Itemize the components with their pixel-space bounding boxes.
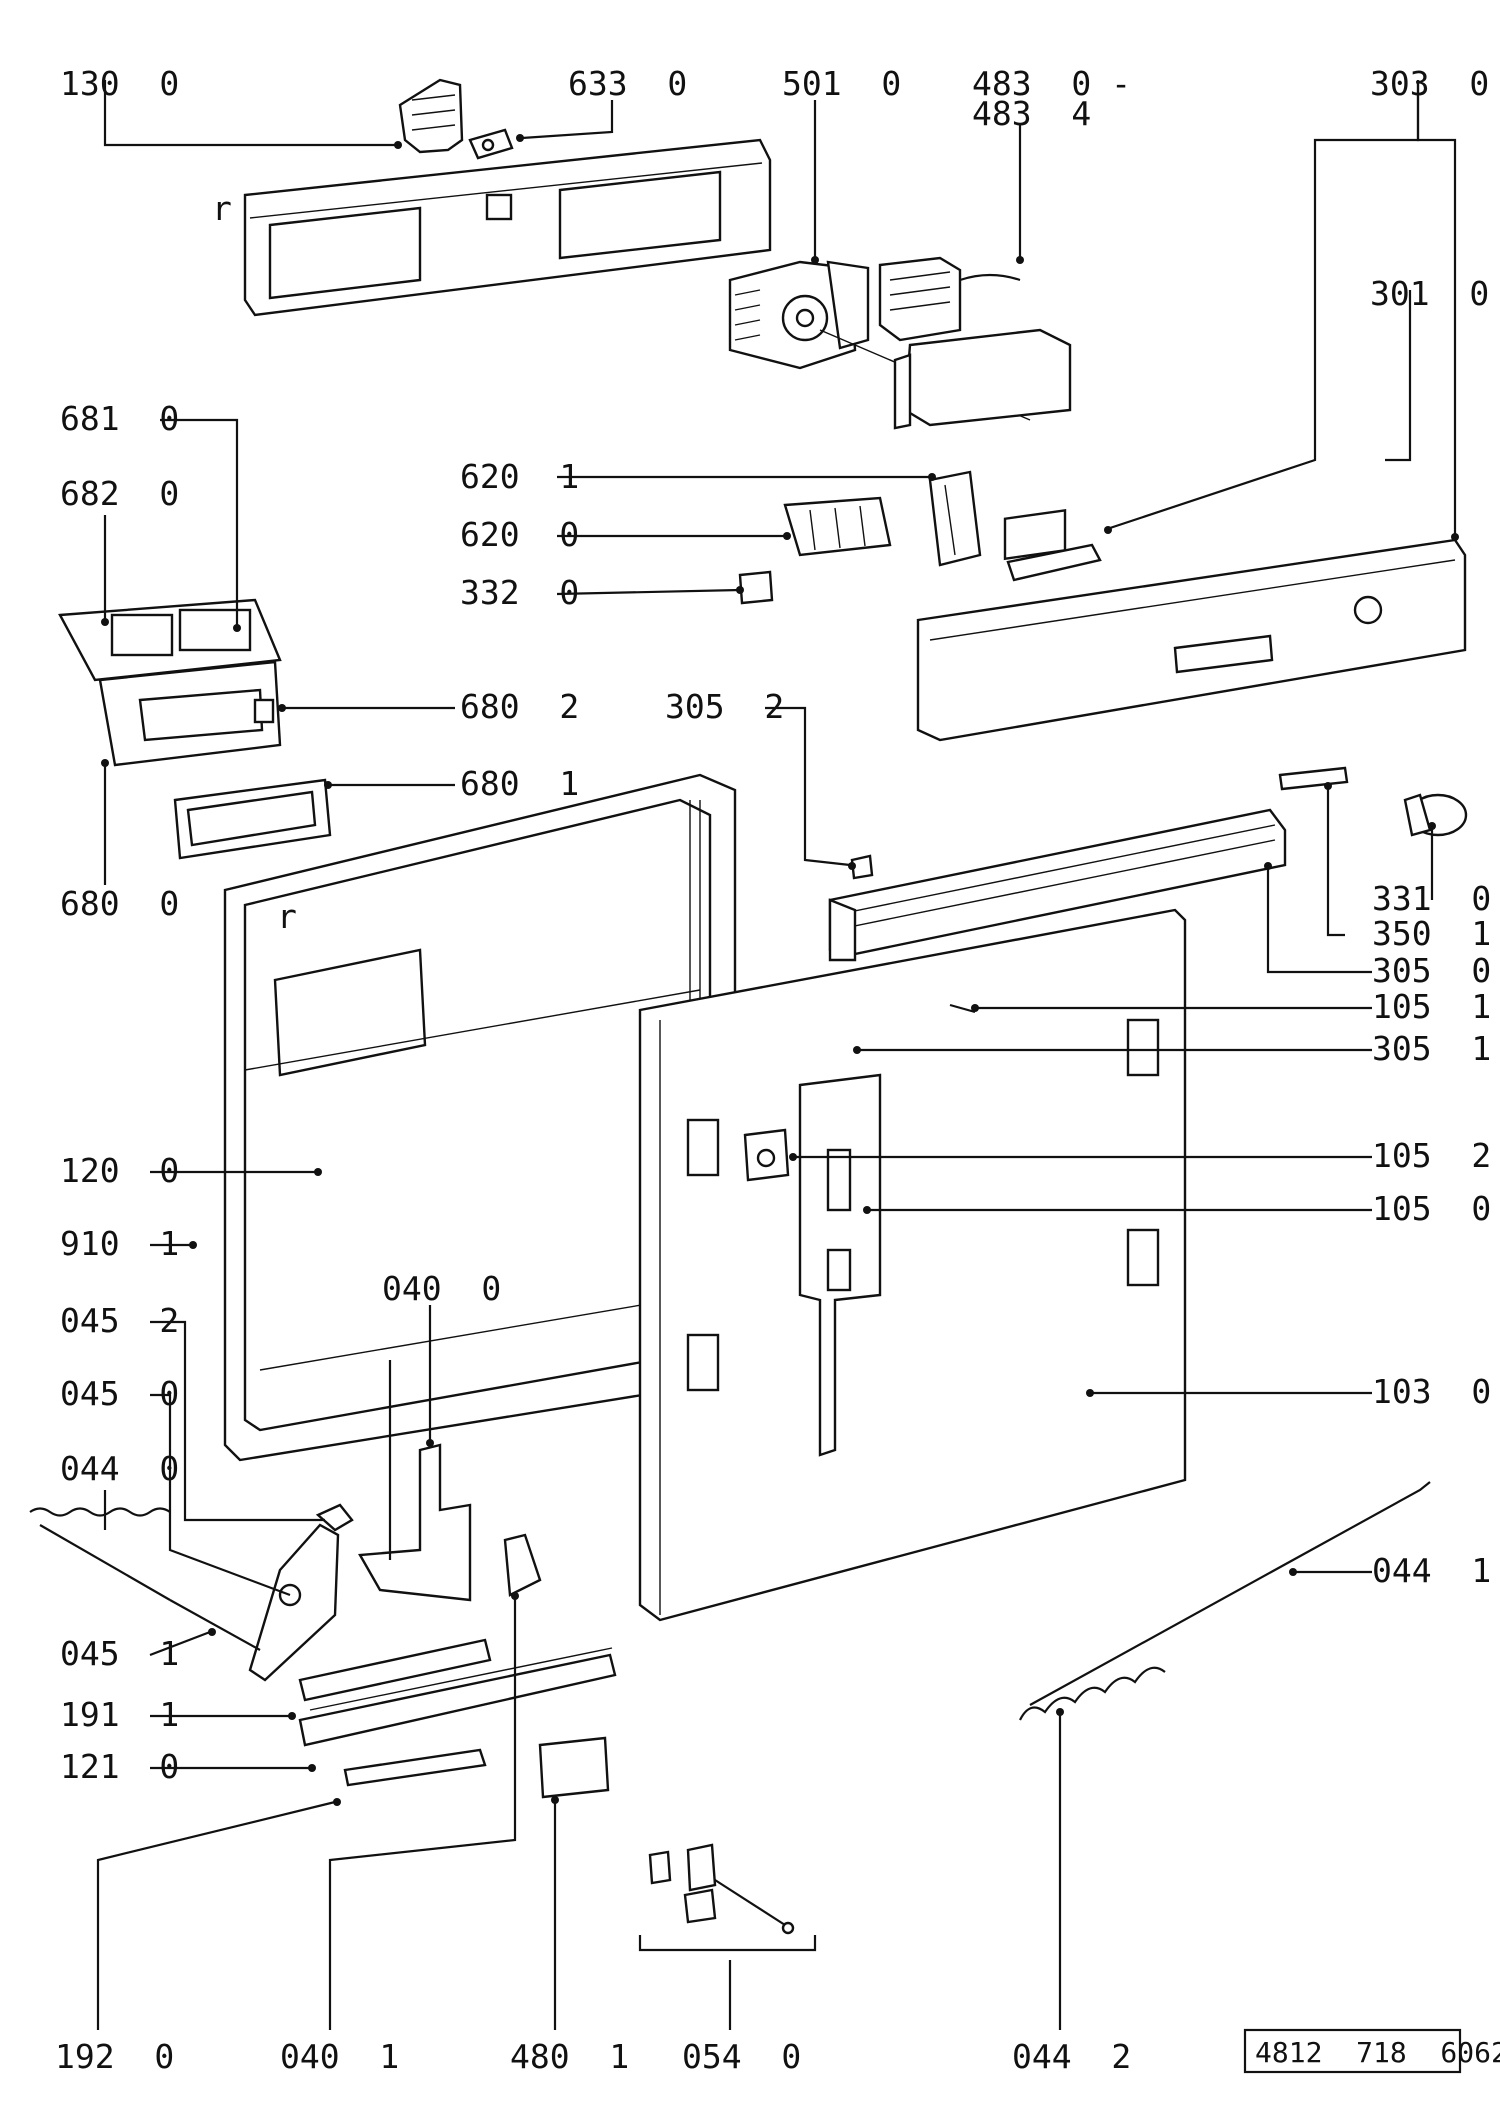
label-633-0: 633 0	[568, 64, 687, 103]
part-105-plate	[798, 1073, 882, 1457]
leader-lines	[96, 80, 1459, 2030]
label-910-1: 910 1	[60, 1224, 179, 1263]
part-044-spring-left	[29, 1507, 261, 1651]
label-054-0: 054 0	[682, 2037, 801, 2076]
part-130-bracket	[398, 78, 464, 154]
label-501-0: 501 0	[782, 64, 901, 103]
part-303-fascia	[916, 508, 1467, 742]
part-044-spring-right	[1019, 1481, 1431, 1721]
label-044-0: 044 0	[60, 1449, 179, 1488]
panel-r-mark: r	[212, 189, 232, 228]
part-480-plate	[538, 1736, 610, 1799]
part-620-holder	[928, 470, 982, 567]
label-680-2: 680 2	[460, 687, 579, 726]
label-045-0: 045 0	[60, 1374, 179, 1413]
part-305-clip	[850, 854, 874, 880]
label-040-0: 040 0	[382, 1269, 501, 1308]
label-680-1: 680 1	[460, 764, 579, 803]
part-labels: 130 0 633 0 501 0 483 0 - 483 4 303 0 30…	[55, 64, 1491, 2076]
label-105-1: 105 1	[1372, 987, 1491, 1026]
label-044-2: 044 2	[1012, 2037, 1131, 2076]
label-130-0: 130 0	[60, 64, 179, 103]
part-305-rail	[828, 808, 1287, 962]
part-040-cover	[503, 1533, 542, 1597]
label-044-1: 044 1	[1372, 1551, 1491, 1590]
part-120-inner-door: r	[223, 773, 737, 1462]
label-350-1: 350 1	[1372, 914, 1491, 953]
part-350-plate	[1278, 766, 1349, 791]
label-120-0: 120 0	[60, 1151, 179, 1190]
reference-code-box: 4812 718 60626	[1243, 2028, 1500, 2074]
part-633-switch	[468, 128, 514, 160]
part-timer-bracket	[893, 328, 1072, 430]
label-105-0: 105 0	[1372, 1189, 1491, 1228]
part-105-latch	[743, 1128, 790, 1182]
door-r-mark: r	[277, 897, 297, 936]
label-331-0: 331 0	[1372, 879, 1491, 918]
label-305-0: 305 0	[1372, 951, 1491, 990]
label-040-1: 040 1	[280, 2037, 399, 2076]
label-121-0: 121 0	[60, 1747, 179, 1786]
part-045-hinge	[248, 1503, 354, 1682]
label-680-0: 680 0	[60, 884, 179, 923]
part-301-handle	[1006, 543, 1102, 582]
label-681-0: 681 0	[60, 399, 179, 438]
label-480-1: 480 1	[510, 2037, 629, 2076]
part-103-outer-door	[638, 908, 1187, 1622]
part-483-connector	[878, 256, 1021, 342]
label-192-0: 192 0	[55, 2037, 174, 2076]
part-680-gasket	[173, 778, 332, 860]
label-483-4: 483 4	[972, 94, 1091, 133]
label-045-1: 045 1	[60, 1634, 179, 1673]
label-103-0: 103 0	[1372, 1372, 1491, 1411]
part-332-cube	[738, 570, 774, 605]
part-040-bracket	[358, 1360, 472, 1602]
label-303-0: 303 0	[1370, 64, 1489, 103]
part-top-panel: r	[212, 138, 772, 317]
label-682-0: 682 0	[60, 474, 179, 513]
label-620-0: 620 0	[460, 515, 579, 554]
label-305-1: 305 1	[1372, 1029, 1491, 1068]
part-105-screw	[949, 1003, 976, 1014]
label-105-2: 105 2	[1372, 1136, 1491, 1175]
label-191-1: 191 1	[60, 1695, 179, 1734]
part-331-knob	[1403, 793, 1468, 837]
part-054-connectors	[648, 1843, 795, 1935]
part-620-block	[783, 496, 892, 557]
label-301-0: 301 0	[1370, 274, 1489, 313]
label-332-0: 332 0	[460, 573, 579, 612]
label-483-0: 483 0 -	[972, 64, 1131, 103]
part-bottom-rails	[298, 1638, 617, 1787]
label-305-2: 305 2	[665, 687, 784, 726]
part-680-dispenser	[58, 598, 282, 767]
reference-code: 4812 718 60626	[1255, 2036, 1500, 2069]
label-620-1: 620 1	[460, 457, 579, 496]
label-045-2: 045 2	[60, 1301, 179, 1340]
